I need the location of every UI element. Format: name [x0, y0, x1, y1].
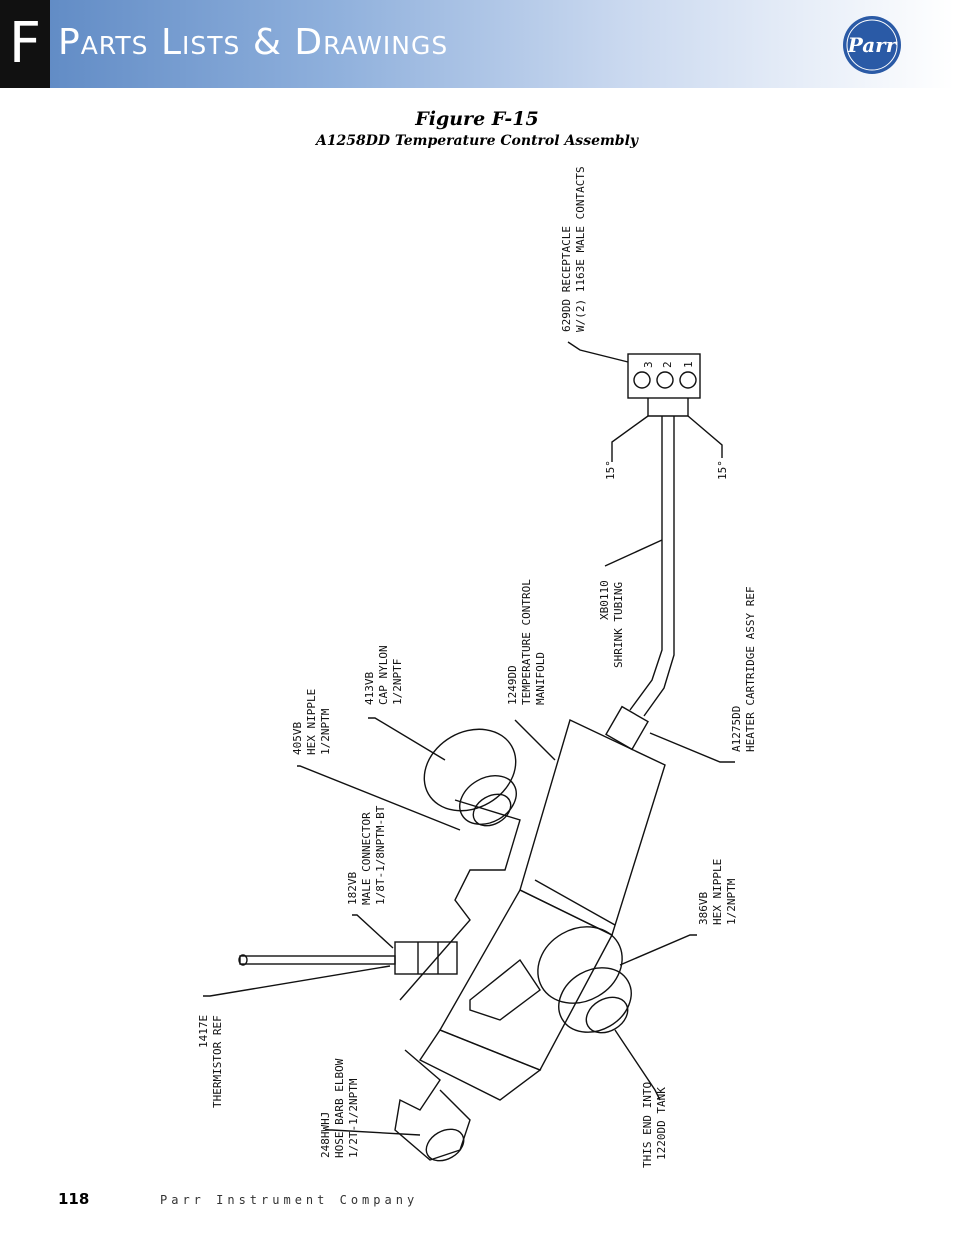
manifold-label-1: 1249DD — [506, 665, 519, 705]
shrink-tubing — [629, 416, 663, 711]
tank-end-label-1: THIS END INTO — [641, 1082, 654, 1168]
shrink-tubing-label-1: XB0110 — [598, 580, 611, 620]
manifold-block-mid — [438, 889, 613, 1071]
tank-end-label-2: 1220DD TANK — [655, 1087, 668, 1160]
receptacle-block — [627, 353, 701, 399]
cap-label-2: CAP NYLON — [377, 645, 390, 705]
parr-logo: Parr — [843, 16, 901, 74]
angle-right-label: 15° — [716, 460, 729, 480]
cap-label-1: 413VB — [363, 672, 376, 705]
male-connector — [394, 941, 458, 975]
shrink-tubing-label-2: SHRINK TUBING — [612, 582, 625, 668]
pin-hole-1 — [679, 371, 697, 389]
thermistor-probe — [239, 955, 396, 965]
hose-barb-elbow — [394, 1049, 471, 1161]
hex-nipple-bottom — [537, 926, 623, 1004]
male-connector-label-3: 1/8T-1/8NPTM-BT — [374, 805, 387, 905]
pin-hole-3 — [633, 371, 651, 389]
heater-label-2: HEATER CARTRIDGE ASSY REF — [744, 586, 757, 752]
manifold-label-2: TEMPERATURE CONTROL — [520, 579, 533, 705]
hex-nipple-top-label-3: 1/2NPTM — [319, 708, 332, 755]
manifold-cross — [399, 799, 521, 1001]
figure-title: Figure F-15 — [415, 108, 539, 130]
callout-labels: 629DD RECEPTACLE W/(2) 1163E MALE CONTAC… — [197, 166, 757, 1168]
hex-nipple-bottom-label-3: 1/2NPTM — [725, 878, 738, 925]
thermistor-label-1: 1417E — [197, 1015, 210, 1048]
hose-barb-label-2: HOSE BARB ELBOW — [333, 1058, 346, 1158]
pin-label-1: 1 — [682, 361, 695, 368]
drawing-lines — [203, 341, 735, 1162]
hose-barb-label-1: 248HWHJ — [319, 1112, 332, 1158]
page-title: Parts Lists & Drawings — [58, 22, 449, 63]
receptacle-label-1: 629DD RECEPTACLE — [560, 226, 573, 332]
receptacle-label-2: W/(2) 1163E MALE CONTACTS — [574, 166, 587, 332]
pin-label-3: 3 — [642, 361, 655, 368]
thermistor-label-2: THERMISTOR REF — [211, 1015, 224, 1108]
hex-nipple-bottom-label-1: 386VB — [697, 892, 710, 925]
section-letter: F — [0, 0, 50, 88]
logo-text: Parr — [847, 33, 898, 57]
figure-subtitle: A1258DD Temperature Control Assembly — [315, 133, 639, 149]
hex-nipple-top-label-1: 405VB — [291, 722, 304, 755]
manifold-label-3: MANIFOLD — [534, 652, 547, 705]
page-number: 118 — [58, 1190, 90, 1208]
male-connector-label-2: MALE CONNECTOR — [360, 812, 373, 905]
hex-nipple-top — [459, 775, 517, 825]
manifold-block-top — [519, 719, 666, 936]
male-connector-label-1: 182VB — [346, 872, 359, 905]
pin-hole-2 — [656, 371, 674, 389]
heater-fitting — [605, 705, 649, 751]
company-name: Parr Instrument Company — [160, 1193, 419, 1207]
page-header: F Parts Lists & Drawings Parr — [0, 0, 954, 88]
hex-nipple-top-label-2: HEX NIPPLE — [305, 689, 318, 755]
cap-label-3: 1/2NPTF — [391, 659, 404, 705]
angle-left-label: 15° — [604, 460, 617, 480]
cap-nylon — [423, 728, 517, 812]
pin-label-2: 2 — [661, 361, 674, 368]
hex-nipple-bottom-label-2: HEX NIPPLE — [711, 859, 724, 925]
hose-barb-label-3: 1/2T-1/2NPTM — [347, 1078, 360, 1158]
heater-label-1: A1275DD — [730, 706, 743, 752]
